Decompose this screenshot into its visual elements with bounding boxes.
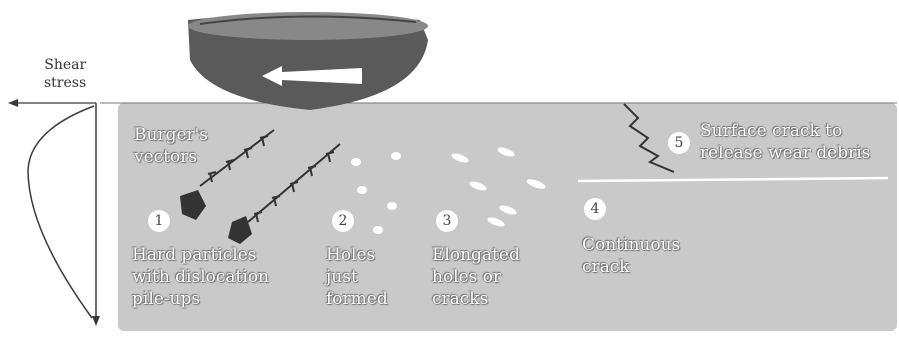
stage-3-number: 3: [436, 210, 458, 232]
stage-1-label: Hard particles with dislocation pile-ups: [132, 244, 269, 310]
stage-5-label: Surface crack to release wear debris: [700, 120, 870, 164]
stage-4-label: Continuous crack: [582, 234, 680, 278]
stage-4-number: 4: [584, 198, 606, 220]
stage-3-label: Elongated holes or cracks: [432, 244, 520, 310]
stage-2-label: Holes just formed: [326, 244, 388, 310]
shear-stress-profile: [8, 99, 100, 326]
stage-1-number: 1: [148, 210, 170, 232]
burgers-vectors-label: Burger's vectors: [134, 124, 208, 168]
shear-stress-label: Shear stress: [44, 56, 86, 92]
slider-body: [188, 12, 428, 110]
stage-5-number: 5: [668, 132, 690, 154]
stage-2-number: 2: [332, 210, 354, 232]
